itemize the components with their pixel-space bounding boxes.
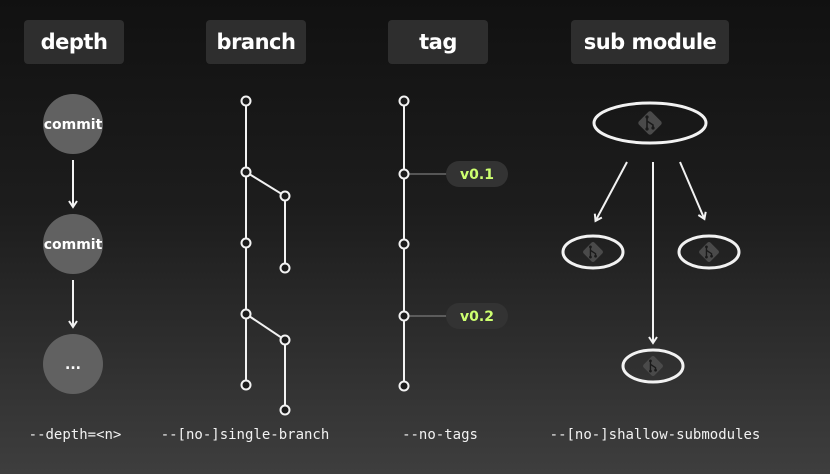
commit-dot [398,310,410,322]
branch-option-caption: --[no-]single-branch [160,427,330,443]
branch-header: branch [206,20,306,64]
tag-badge: v0.2 [446,303,508,329]
git-icon [581,240,605,264]
tag-badge-label: v0.2 [460,309,494,325]
commit-dot [240,308,252,320]
tag-option-caption: --no-tags [402,427,478,443]
submodule-diagram [561,101,741,384]
repo-node-child [561,234,625,270]
depth-header-label: depth [40,30,108,54]
commit-dot [279,190,291,202]
repo-node-child [677,234,741,270]
submodule-header-label: sub module [583,30,717,54]
submodule-header: sub module [571,20,729,64]
depth-diagram: commit commit ... [43,94,103,394]
git-icon [641,354,665,378]
repo-node-parent [592,101,708,145]
submodule-arrow [593,161,628,223]
commit-dot [279,334,291,346]
commit-dot [240,166,252,178]
ellipsis-node-label: ... [65,357,81,373]
branch-diagram [240,95,291,416]
commit-node-label: commit [44,237,103,253]
ellipsis-node: ... [43,334,103,394]
commit-dot [398,168,410,180]
git-icon [697,240,721,264]
commit-dot [398,380,410,392]
tag-badge: v0.1 [446,161,508,187]
commit-dot [240,379,252,391]
commit-node: commit [43,94,103,154]
side-branch-line [245,171,286,268]
git-icon [636,109,664,137]
commit-dot [240,95,252,107]
commit-dot [398,238,410,250]
tag-header-label: tag [419,30,457,54]
commit-dot [240,237,252,249]
commit-node-label: commit [44,117,103,133]
tag-header: tag [388,20,488,64]
branch-header-label: branch [216,30,296,54]
tag-badge-label: v0.1 [460,167,494,183]
submodule-arrow [679,161,707,221]
commit-dot [279,404,291,416]
repo-node-child [621,348,685,384]
depth-option-caption: --depth=<n> [28,427,122,443]
depth-header: depth [24,20,124,64]
tag-diagram: v0.1 v0.2 [398,95,508,392]
commit-node: commit [43,214,103,274]
commit-dot [279,262,291,274]
commit-dot [398,95,410,107]
side-branch-line [245,313,286,410]
submodule-option-caption: --[no-]shallow-submodules [549,427,761,443]
